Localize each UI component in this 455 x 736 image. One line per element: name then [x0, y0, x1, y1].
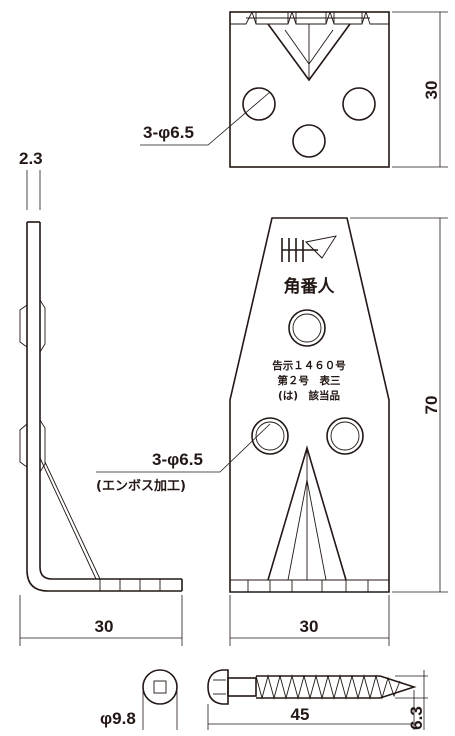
logo-mark	[281, 235, 337, 262]
brand-name: 角番人	[284, 276, 336, 297]
top-hole-left	[242, 87, 276, 121]
screw: φ9.8 45 6.3	[100, 669, 428, 730]
front-outline	[229, 217, 390, 593]
screw-head-side	[207, 669, 229, 705]
front-hole-note: (エンボス加工)	[96, 478, 186, 494]
front-width-dim: 30	[300, 617, 319, 636]
front-hole-left	[251, 417, 289, 455]
side-view: 2.3 30	[19, 149, 183, 646]
screw-thread	[255, 674, 417, 700]
cert-line-1: 告示１４６０号	[272, 359, 346, 372]
side-profile	[19, 221, 183, 592]
front-bottom-ridges	[230, 579, 389, 592]
screw-shank	[227, 677, 257, 697]
top-view: 3-φ6.5 30	[140, 11, 448, 168]
front-hole-top	[288, 309, 326, 347]
screw-head-top	[142, 669, 178, 705]
front-rib	[267, 445, 347, 581]
screw-shank-dia: 6.3	[407, 706, 426, 730]
top-hole-leader	[140, 91, 271, 146]
screw-head-dia: φ9.8	[100, 709, 136, 728]
top-hole-right	[342, 87, 376, 121]
front-view: 角番人 告示１４６０号 第２号 表三 (は) 該当品 3-φ6.5	[96, 217, 448, 646]
top-view-rib	[267, 23, 351, 82]
top-height-dim: 30	[422, 81, 441, 100]
top-view-outline	[229, 11, 390, 168]
top-hole-label: 3-φ6.5	[143, 123, 194, 142]
front-hole-leader	[96, 423, 271, 473]
top-view-emboss-ridges	[230, 11, 389, 25]
screw-length: 45	[291, 705, 310, 724]
front-height-dim: 70	[422, 396, 441, 415]
cert-line-3: (は) 該当品	[278, 389, 340, 402]
side-width-dim: 30	[95, 617, 114, 636]
top-hole-bottom	[292, 124, 326, 158]
side-thickness-dim: 2.3	[19, 149, 43, 168]
front-hole-right	[326, 417, 364, 455]
front-hole-label: 3-φ6.5	[152, 450, 203, 469]
cert-line-2: 第２号 表三	[278, 374, 341, 387]
